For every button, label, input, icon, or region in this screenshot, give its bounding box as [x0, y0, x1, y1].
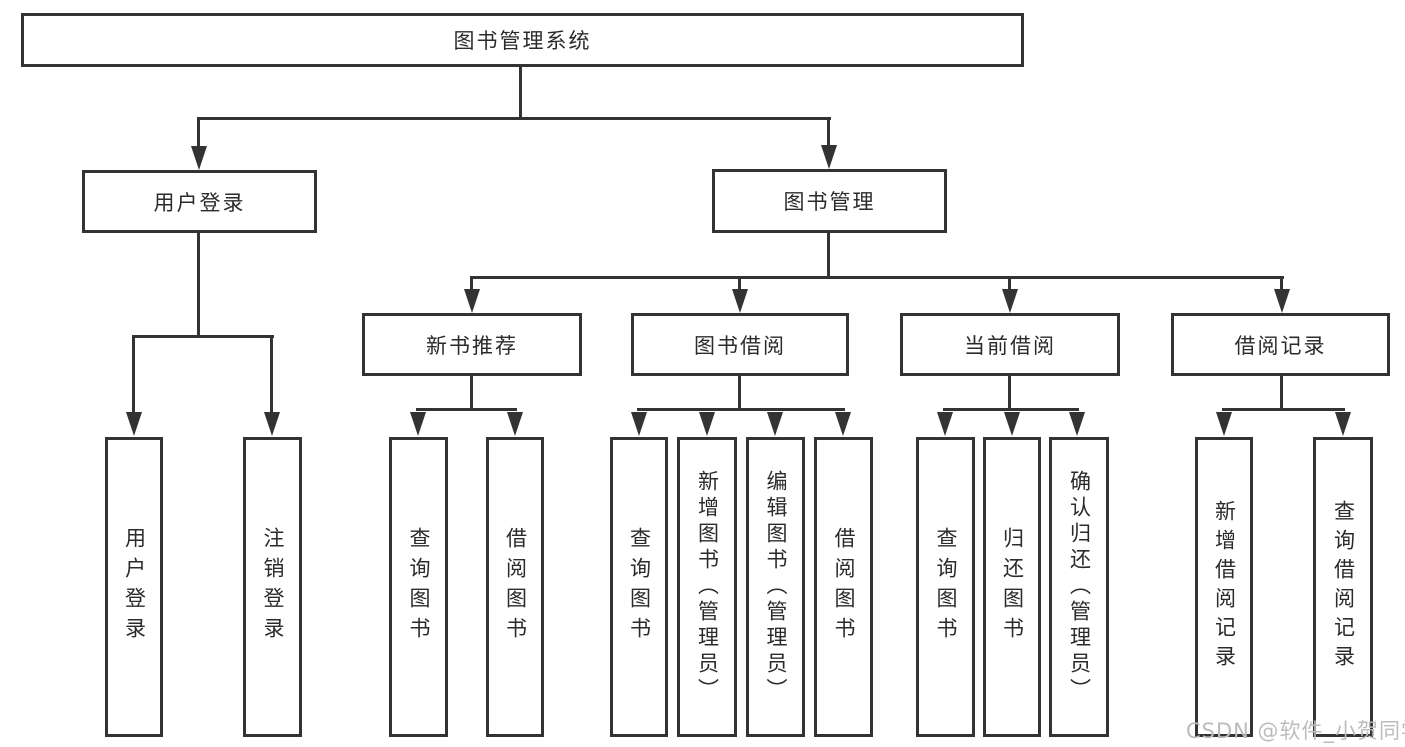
node-borrow-records: 借阅记录: [1171, 313, 1390, 376]
connector-new-book-rec-trunk: [470, 376, 473, 411]
arrow-down-leaf-user-login: [126, 412, 142, 436]
connector-root-trunk: [519, 67, 522, 120]
arrow-down-cur-query-book: [937, 412, 953, 436]
connector-drop-user-login: [197, 117, 200, 147]
connector-level2-bus: [470, 276, 1284, 279]
connector-current-borrow-bus: [943, 408, 1079, 411]
node-root: 图书管理系统: [21, 13, 1024, 67]
arrow-down-cur-return-book: [1004, 412, 1020, 436]
leaf-borrow-borrow-book: 借阅图书: [814, 437, 873, 737]
leaf-borrow-add-book-admin: 新增图书（管理员）: [677, 437, 737, 737]
arrow-down-borrow-records: [1274, 289, 1290, 313]
connector-drop-new-book-rec: [470, 276, 473, 291]
connector-level1-bus: [197, 117, 831, 120]
leaf-history-query-record: 查询借阅记录: [1313, 437, 1373, 737]
connector-borrow-records-bus: [1222, 408, 1345, 411]
leaf-borrow-edit-book-admin: 编辑图书（管理员）: [746, 437, 805, 737]
arrow-down-bor-query-book: [631, 412, 647, 436]
arrow-down-cur-confirm-return: [1069, 412, 1085, 436]
connector-borrow-records-trunk: [1280, 376, 1283, 411]
arrow-down-bor-add-book: [699, 412, 715, 436]
arrow-down-book-mgmt: [821, 145, 837, 169]
connector-new-book-rec-bus: [416, 408, 517, 411]
node-book-borrow: 图书借阅: [631, 313, 849, 376]
connector-drop-leaf-user-login: [132, 335, 135, 413]
leaf-current-query-book-label: 查询图书: [934, 527, 958, 647]
leaf-current-return-book-label: 归还图书: [1000, 527, 1025, 647]
arrow-down-user-login: [191, 146, 207, 170]
leaf-borrow-query-book-label: 查询图书: [627, 527, 652, 647]
leaf-logout-login-label: 注销登录: [261, 527, 285, 647]
leaf-borrow-borrow-book-label: 借阅图书: [832, 527, 856, 647]
leaf-logout-login: 注销登录: [243, 437, 302, 737]
node-new-book-recommend: 新书推荐: [362, 313, 582, 376]
connector-user-login-trunk: [197, 233, 200, 338]
leaf-current-confirm-return-admin: 确认归还（管理员）: [1049, 437, 1109, 737]
connector-drop-book-mgmt: [827, 117, 830, 146]
leaf-borrow-edit-book-admin-label: 编辑图书（管理员）: [764, 470, 788, 704]
arrow-down-leaf-logout: [264, 412, 280, 436]
connector-drop-current-borrow: [1008, 276, 1011, 291]
connector-book-borrow-trunk: [738, 376, 741, 411]
connector-user-login-bus: [132, 335, 274, 338]
leaf-history-add-record: 新增借阅记录: [1195, 437, 1253, 737]
connector-current-borrow-trunk: [1008, 376, 1011, 411]
leaf-recommend-borrow-book-label: 借阅图书: [503, 527, 528, 647]
leaf-recommend-borrow-book: 借阅图书: [486, 437, 544, 737]
arrow-down-current-borrow: [1002, 289, 1018, 313]
leaf-current-query-book: 查询图书: [916, 437, 975, 737]
arrow-down-rec-query-book: [410, 412, 426, 436]
arrow-down-book-borrow: [732, 289, 748, 313]
connector-book-mgmt-trunk: [827, 233, 830, 279]
leaf-current-confirm-return-admin-label: 确认归还（管理员）: [1067, 470, 1092, 704]
connector-drop-borrow-records: [1280, 276, 1283, 291]
leaf-recommend-query-book: 查询图书: [389, 437, 448, 737]
leaf-history-add-record-label: 新增借阅记录: [1212, 500, 1237, 674]
leaf-history-query-record-label: 查询借阅记录: [1331, 500, 1356, 674]
csdn-watermark: CSDN @软件_小贺同学: [1186, 719, 1405, 743]
leaf-user-login: 用户登录: [105, 437, 163, 737]
leaf-current-return-book: 归还图书: [983, 437, 1041, 737]
node-book-management: 图书管理: [712, 169, 947, 233]
node-current-borrow: 当前借阅: [900, 313, 1120, 376]
arrow-down-hist-query-record: [1335, 412, 1351, 436]
arrow-down-hist-add-record: [1216, 412, 1232, 436]
leaf-borrow-add-book-admin-label: 新增图书（管理员）: [695, 470, 720, 704]
arrow-down-new-book-rec: [464, 289, 480, 313]
connector-drop-book-borrow: [738, 276, 741, 291]
connector-book-borrow-bus: [637, 408, 845, 411]
arrow-down-bor-edit-book: [767, 412, 783, 436]
arrow-down-rec-borrow-book: [507, 412, 523, 436]
leaf-user-login-label: 用户登录: [122, 527, 147, 647]
node-user-login: 用户登录: [82, 170, 317, 233]
arrow-down-bor-borrow-book: [835, 412, 851, 436]
leaf-borrow-query-book: 查询图书: [610, 437, 668, 737]
leaf-recommend-query-book-label: 查询图书: [407, 527, 431, 647]
connector-drop-leaf-logout: [270, 335, 273, 413]
